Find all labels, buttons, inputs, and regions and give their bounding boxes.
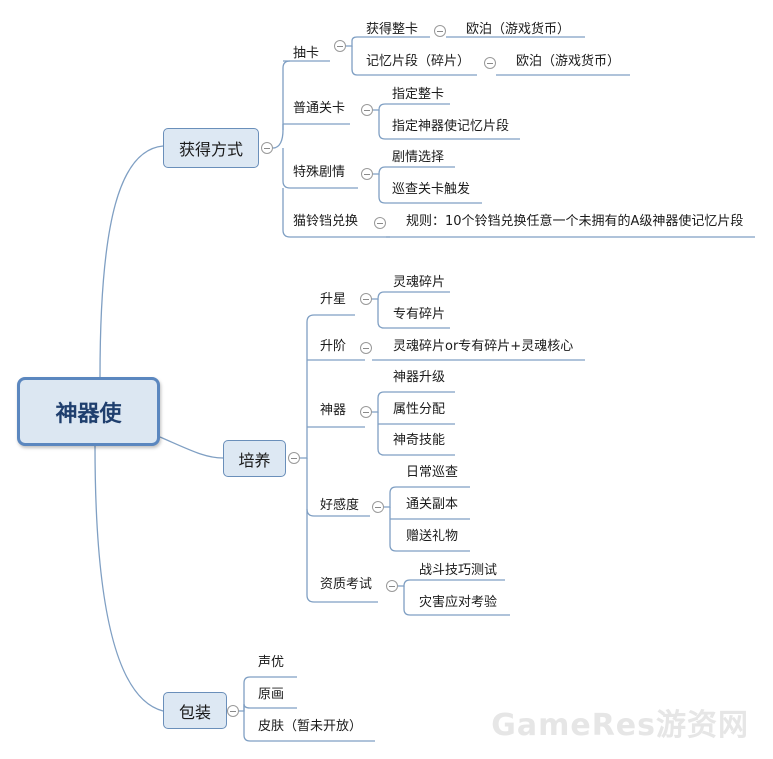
node-disaster-test[interactable]: 灾害应对考验: [419, 595, 498, 610]
node-specified-card[interactable]: 指定整卡: [392, 87, 445, 102]
node-skin[interactable]: 皮肤（暂未开放）: [258, 719, 363, 734]
node-patrol-trigger[interactable]: 巡查关卡触发: [392, 182, 471, 197]
collapse-icon-cultivate[interactable]: [288, 452, 300, 464]
node-memory-fragment[interactable]: 记忆片段（碎片）: [366, 54, 471, 69]
node-combat-test[interactable]: 战斗技巧测试: [419, 563, 498, 578]
edge-acquire-special: [282, 148, 358, 189]
edge-special-b: [378, 174, 482, 204]
collapse-icon-star[interactable]: [360, 293, 372, 305]
node-attribute-alloc[interactable]: 属性分配: [393, 402, 446, 417]
edge-pkg-c: [243, 711, 375, 742]
collapse-icon-rank[interactable]: [360, 342, 372, 354]
node-artifact-upgrade[interactable]: 神器升级: [393, 370, 446, 385]
node-currency-1[interactable]: 欧泊（游戏货币）: [466, 22, 571, 37]
root-node[interactable]: 神器使: [17, 377, 160, 446]
node-voice-actor[interactable]: 声优: [258, 655, 285, 670]
node-full-card[interactable]: 获得整卡: [366, 22, 419, 37]
edge-special-a: [373, 166, 455, 175]
edge-art-a: [372, 391, 455, 413]
branch-node-cultivate[interactable]: 培养: [223, 440, 286, 477]
branch-node-acquire[interactable]: 获得方式: [163, 128, 259, 168]
edge-normal-a: [373, 103, 450, 111]
node-special-story[interactable]: 特殊剧情: [293, 165, 346, 180]
node-specified-fragment[interactable]: 指定神器使记忆片段: [392, 119, 510, 134]
node-aptitude-exam[interactable]: 资质考试: [320, 577, 373, 592]
edge-acquire-draw: [272, 60, 291, 149]
edge-art-c: [377, 424, 455, 456]
collapse-icon-fragment[interactable]: [484, 57, 496, 69]
collapse-icon-exam[interactable]: [386, 580, 398, 592]
node-original-art[interactable]: 原画: [258, 687, 285, 702]
node-bell-rule[interactable]: 规则：10个铃铛兑换任意一个未拥有的A级神器使记忆片段: [406, 214, 744, 229]
branch-node-package[interactable]: 包装: [163, 692, 227, 729]
edge-star-a: [372, 291, 450, 300]
node-send-gift[interactable]: 赠送礼物: [406, 529, 459, 544]
collapse-icon-package[interactable]: [227, 705, 239, 717]
edge-root-branch-0: [99, 145, 164, 378]
edge-pkg-b: [243, 703, 297, 711]
node-clear-dungeon[interactable]: 通关副本: [406, 497, 459, 512]
edge-cult-exam: [306, 509, 378, 603]
edge-draw-fragment: [351, 46, 477, 76]
node-star-up[interactable]: 升星: [320, 292, 347, 307]
edge-acquire-cat: [282, 188, 390, 238]
node-normal-stage[interactable]: 普通关卡: [293, 101, 346, 116]
watermark: GameRes游资网: [491, 708, 749, 743]
node-skill[interactable]: 神奇技能: [393, 433, 446, 448]
collapse-icon-draw[interactable]: [334, 40, 346, 52]
edge-pkg-a: [239, 676, 297, 712]
node-exclusive-fragment[interactable]: 专有碎片: [393, 307, 446, 322]
edge-star-b: [377, 299, 450, 329]
collapse-icon-cat[interactable]: [374, 217, 386, 229]
node-soul-fragment[interactable]: 灵魂碎片: [393, 275, 446, 290]
node-rank-materials[interactable]: 灵魂碎片or专有碎片+灵魂核心: [393, 339, 574, 354]
collapse-icon-normal[interactable]: [361, 104, 373, 116]
edge-exam-a: [398, 579, 505, 587]
collapse-icon-artifact[interactable]: [360, 406, 372, 418]
edge-favor-a: [384, 486, 470, 508]
edge-root-branch-2: [94, 445, 164, 712]
node-daily-patrol[interactable]: 日常巡查: [406, 465, 459, 480]
edge-favor-c: [389, 519, 470, 552]
edge-normal-b: [378, 110, 520, 140]
node-rank-up[interactable]: 升阶: [320, 339, 347, 354]
node-story-choice[interactable]: 剧情选择: [392, 150, 445, 165]
collapse-icon-acquire[interactable]: [261, 142, 273, 154]
edge-cult-star: [300, 314, 355, 459]
node-artifact[interactable]: 神器: [320, 403, 347, 418]
collapse-icon-favor[interactable]: [372, 501, 384, 513]
edge-root-branch-1: [159, 436, 224, 459]
edge-draw-fullcard: [346, 36, 430, 47]
collapse-icon-full-card[interactable]: [434, 25, 446, 37]
edge-exam-b: [403, 586, 510, 616]
node-draw-card[interactable]: 抽卡: [293, 46, 320, 61]
collapse-icon-special[interactable]: [361, 168, 373, 180]
node-currency-2[interactable]: 欧泊（游戏货币）: [516, 54, 621, 69]
node-favor[interactable]: 好感度: [320, 498, 360, 513]
node-cat-bell[interactable]: 猫铃铛兑换: [293, 214, 359, 229]
